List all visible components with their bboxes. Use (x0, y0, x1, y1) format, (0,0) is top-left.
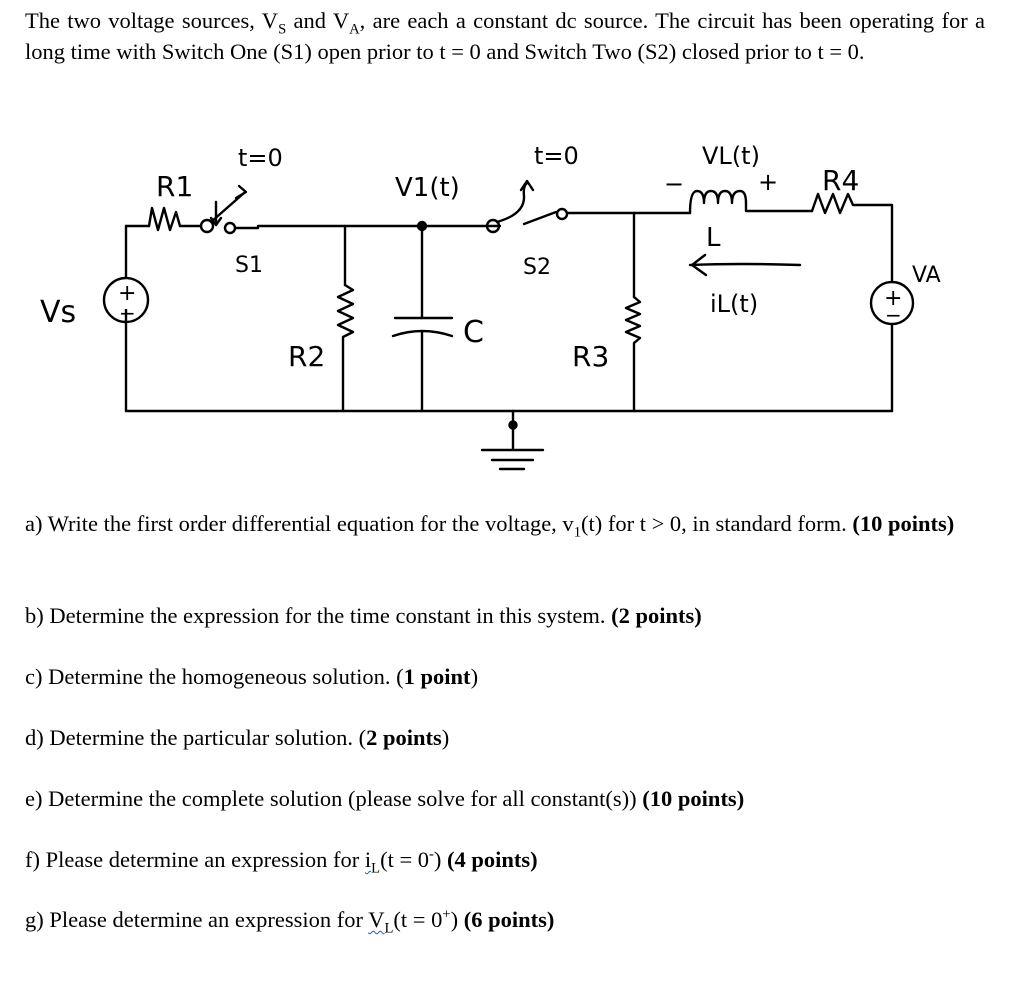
s1-label: S1 (235, 253, 263, 278)
s1-time-label: t=0 (238, 144, 283, 172)
question-a: a) Write the first order differential eq… (25, 511, 955, 541)
circuit-diagram: + − + − Vs VA R1 R2 R3 R4 C L S1 S2 t=0 … (40, 142, 941, 471)
s1-right-terminal (223, 221, 237, 235)
vl-label: VL(t) (702, 142, 760, 170)
vl-variable: VL (368, 907, 394, 937)
va-plus-sign: + (884, 286, 902, 311)
r3-resistor (624, 295, 642, 413)
r4-label: R4 (822, 164, 859, 197)
r2-resistor (336, 283, 355, 413)
vs-label: Vs (40, 295, 76, 330)
va-source (869, 280, 915, 326)
s2-arrow-up (519, 179, 535, 192)
va-label: VA (912, 263, 941, 288)
wire-s1-node (233, 224, 502, 230)
s1-left-terminal (199, 218, 215, 234)
inductor-coil (688, 189, 748, 215)
il-variable: iL (364, 847, 381, 877)
il-label: iL(t) (710, 290, 758, 318)
question-f: f) Please determine an expression for iL… (25, 846, 538, 877)
problem-statement: The two voltage sources, VS and VA, are … (25, 8, 985, 64)
question-g: g) Please determine an expression for VL… (25, 906, 555, 937)
s2-right-terminal (555, 207, 569, 221)
s2-label: S2 (523, 255, 551, 280)
l-label: L (706, 223, 721, 253)
inductor-minus-sign: − (664, 170, 684, 198)
vs-plus-sign: + (118, 281, 136, 306)
r2-label: R2 (288, 340, 325, 373)
r1-resistor (147, 206, 182, 232)
s2-time-label: t=0 (534, 142, 579, 170)
question-c: c) Determine the homogeneous solution. (… (25, 664, 479, 689)
s1-arrow (234, 184, 248, 200)
r3-label: R3 (572, 340, 609, 373)
v1-label: V1(t) (395, 173, 460, 203)
r4-resistor (810, 192, 894, 284)
question-b: b) Determine the expression for the time… (25, 603, 702, 628)
wire-l-r4 (744, 201, 814, 213)
va-minus-sign: − (885, 303, 902, 327)
ground-symbol (480, 448, 545, 471)
r1-label: R1 (156, 170, 193, 203)
vs-minus-sign: − (119, 301, 136, 325)
il-arrow (688, 253, 802, 277)
s2-blade-right (522, 210, 558, 226)
inductor-plus-sign: + (758, 168, 778, 196)
vs-source (102, 276, 150, 324)
s2-left-terminal (485, 218, 501, 234)
question-d: d) Determine the particular solution. (2… (25, 725, 450, 750)
c-label: C (463, 315, 484, 350)
s1-arrow-down (209, 200, 223, 227)
question-e: e) Determine the complete solution (plea… (25, 786, 745, 811)
